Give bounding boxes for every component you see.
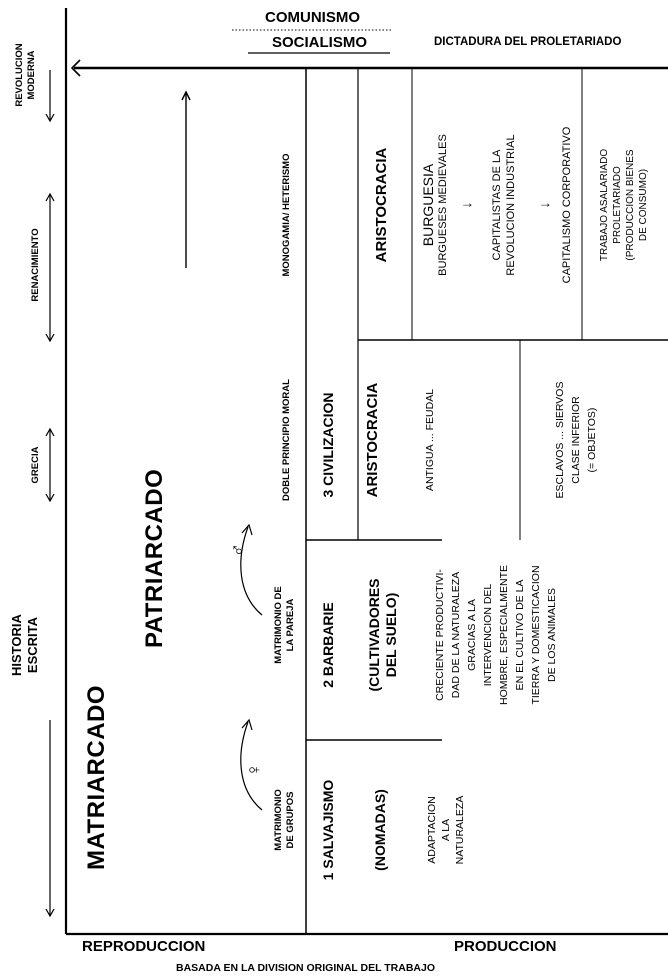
matriarcado-label: MATRIARCADO — [83, 684, 110, 870]
barbarie-label: 2 BARBARIE — [320, 602, 336, 688]
burguesia-arrow-2-icon: ↓ — [536, 201, 552, 209]
produccion-label: PRODUCCION — [454, 938, 557, 955]
antigua-feudal-label: ANTIGUA ... FEUDAL — [424, 388, 436, 492]
civilizacion-label: 3 CIVILIZACION — [320, 392, 336, 498]
burgueses-medievales-label: BURGUESES MEDIEVALES — [437, 134, 449, 276]
patriarcado-arrow-head — [181, 90, 191, 101]
trabajo-label: TRABAJO ASALARIADO PROLETARIADO (PRODUCC… — [599, 148, 649, 262]
capitalistas-label: CAPITALISTAS DE LA REVOLUCION INDUSTRIAL — [491, 134, 517, 276]
socialismo-label: SOCIALISMO — [272, 34, 368, 51]
revolucion-moderna-label: REVOLUCION MODERNA — [14, 43, 37, 107]
esclavos-label: ESCLAVOS ... SIERVOS CLASE INFERIOR (= O… — [554, 381, 598, 499]
burguesia-label: BURGUESIA — [420, 163, 436, 247]
cultivadores-label: (CULTIVADORES DEL SUELO) — [366, 578, 399, 692]
historia-escrita-label: HISTORIA ESCRITA — [9, 614, 40, 676]
male-symbol-icon: ♂ — [228, 542, 249, 558]
capitalismo-corporativo-label: CAPITALISMO CORPORATIVO — [561, 126, 573, 284]
dictadura-label: DICTADURA DEL PROLETARIADO — [434, 36, 622, 48]
creciente-label: CRECIENTE PRODUCTIVI- DAD DE LA NATURALE… — [434, 564, 558, 706]
female-symbol-icon: ♀ — [244, 762, 265, 778]
salvajismo-label: 1 SALVAJISMO — [320, 779, 336, 881]
doble-principio-label: DOBLE PRINCIPIO MORAL — [281, 379, 292, 501]
burguesia-arrow-1-icon: ↓ — [458, 201, 474, 209]
reproduccion-label: REPRODUCCION — [82, 938, 206, 955]
comunismo-label: COMUNISMO — [265, 9, 360, 26]
grecia-label: GRECIA — [30, 446, 41, 484]
top-arrow-head — [70, 59, 81, 77]
adaptacion-label: ADAPTACION A LA NATURALEZA — [426, 795, 466, 865]
matrimonio-pareja-label: MATRIMONIO DE LA PAREJA — [273, 586, 296, 664]
aristocracia-label-2: ARISTOCRACIA — [373, 147, 390, 263]
curve-arrow-2 — [240, 526, 263, 616]
renacimiento-label: RENACIMIENTO — [30, 228, 41, 302]
monogamia-label: MONOGAMIA/ HETERISMO — [281, 153, 292, 277]
patriarcado-label: PATRIARCADO — [141, 468, 168, 648]
aristocracia-label-1: ARISTOCRACIA — [364, 382, 381, 498]
curve-arrow-1 — [240, 721, 263, 811]
basada-label: BASADA EN LA DIVISION ORIGINAL DEL TRABA… — [176, 962, 436, 974]
revolucion-arrow-head — [45, 113, 55, 123]
matrimonio-grupos-label: MATRIMONIO DE GRUPOS — [273, 789, 296, 851]
nomadas-label: (NOMADAS) — [372, 789, 388, 871]
